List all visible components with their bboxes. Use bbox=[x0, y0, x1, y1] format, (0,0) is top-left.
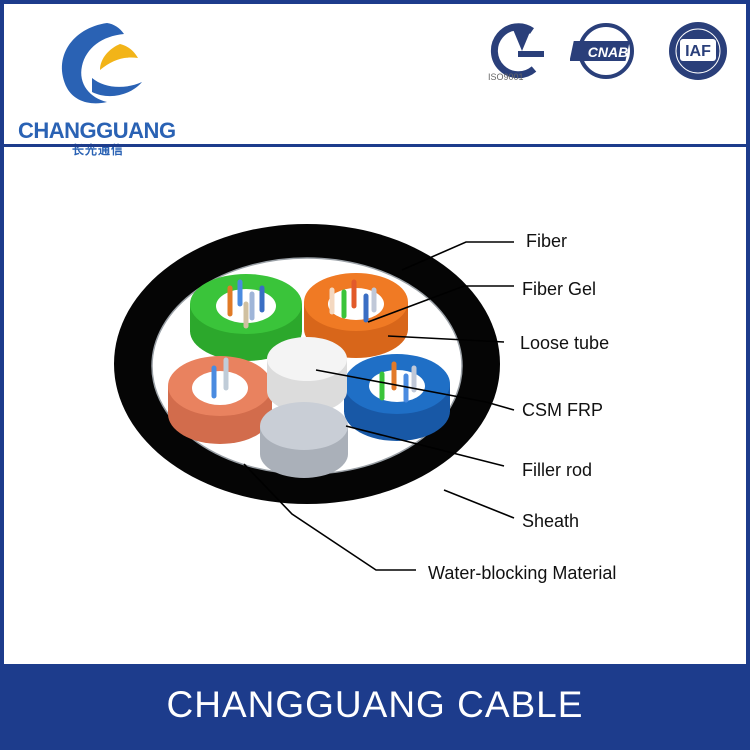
leader-loose-tube bbox=[387, 335, 505, 343]
leader-fiber-gel bbox=[367, 285, 514, 323]
footer-title: CHANGGUANG CABLE bbox=[166, 684, 584, 725]
label-sheath: Sheath bbox=[522, 511, 580, 531]
label-fiber-gel: Fiber Gel bbox=[522, 279, 597, 299]
cnab-certification-icon: CNAB bbox=[570, 23, 634, 79]
filler-rod bbox=[260, 402, 348, 478]
label-fiber: Fiber bbox=[526, 231, 568, 251]
fibers-green-tube bbox=[227, 279, 265, 329]
label-csm-frp: CSM FRP bbox=[522, 400, 603, 420]
cnab-text: CNAB bbox=[588, 44, 628, 60]
label-water-blocking: Water-blocking Material bbox=[428, 563, 617, 583]
csm-frp bbox=[267, 337, 347, 413]
leader-water-blocking bbox=[243, 463, 416, 571]
fibers-salmon-tube bbox=[211, 357, 229, 399]
leader-filler-rod bbox=[345, 425, 505, 467]
logo-swoosh-icon bbox=[61, 23, 142, 104]
iaf-certification-icon: IAF bbox=[669, 22, 727, 80]
leader-sheath bbox=[443, 489, 515, 519]
iaf-text: IAF bbox=[685, 43, 711, 60]
leader-csm-frp bbox=[315, 369, 515, 411]
footer-banner: CHANGGUANG CABLE bbox=[4, 664, 746, 746]
brand-name: CHANGGUANG bbox=[18, 118, 176, 143]
header-divider bbox=[4, 144, 746, 147]
leader-fiber bbox=[401, 241, 514, 271]
loose-tube-salmon bbox=[168, 356, 272, 444]
iso-certification-icon bbox=[490, 23, 544, 79]
loose-tube-blue bbox=[344, 354, 450, 441]
label-loose-tube: Loose tube bbox=[520, 333, 610, 353]
label-filler-rod: Filler rod bbox=[522, 460, 593, 480]
iso-caption: ISO9001 bbox=[488, 72, 524, 82]
company-logo: CHANGGUANG 长光通信 bbox=[12, 18, 192, 157]
fibers-orange-tube bbox=[329, 279, 377, 323]
cable-cross-section-diagram: Fiber Fiber Gel Loose tube CSM FRP Fille… bbox=[4, 154, 746, 674]
cable-cross-section bbox=[114, 224, 515, 571]
